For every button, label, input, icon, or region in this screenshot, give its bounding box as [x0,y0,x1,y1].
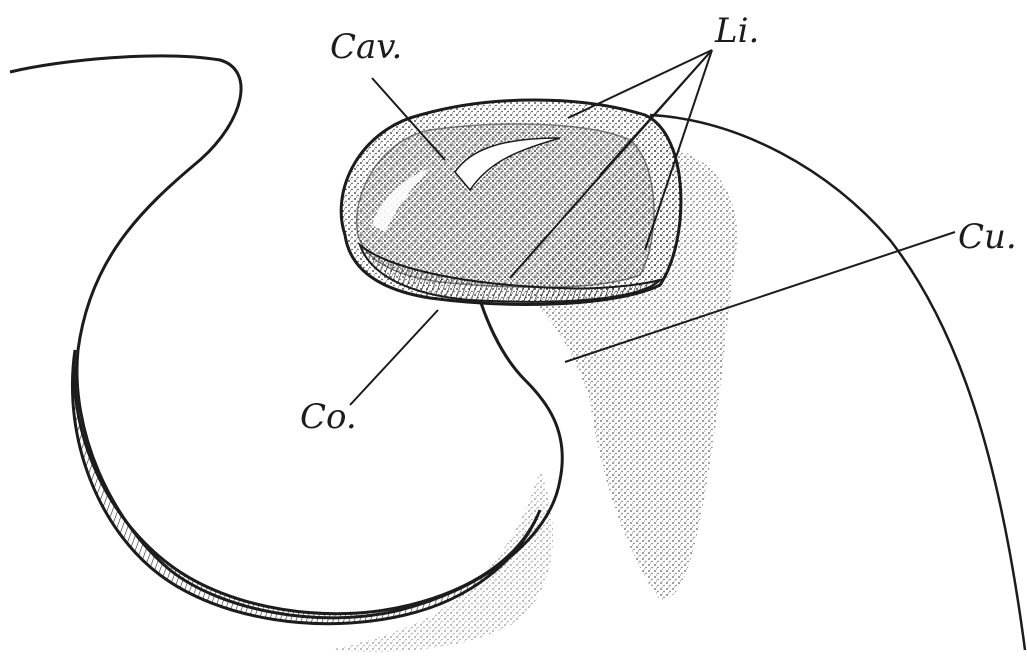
label-li: Li. [714,11,759,51]
label-cav: Cav. [330,27,402,67]
leader-li-1 [568,50,712,118]
label-cu: Cu. [958,217,1017,257]
lower-rim [72,350,540,624]
label-co: Co. [300,397,357,437]
tissue-shading-lower [330,470,553,652]
leader-co [350,310,438,405]
